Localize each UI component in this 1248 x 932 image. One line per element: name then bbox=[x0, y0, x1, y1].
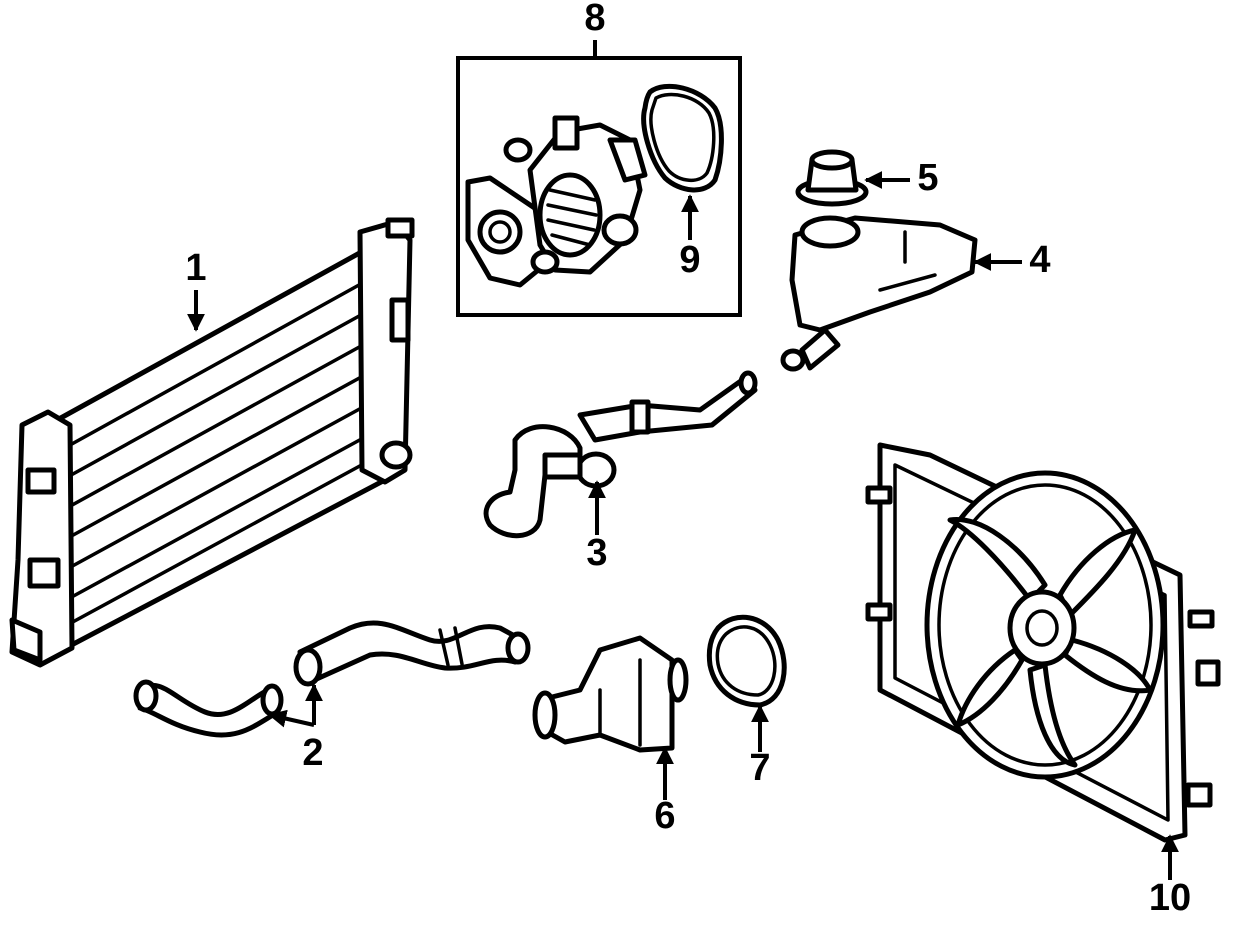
callout-9[interactable]: 9 bbox=[679, 239, 700, 281]
callout-2[interactable]: 2 bbox=[302, 732, 323, 774]
callout-6[interactable]: 6 bbox=[654, 795, 675, 837]
radiator-icon[interactable] bbox=[9, 217, 415, 668]
callout-7[interactable]: 7 bbox=[749, 747, 770, 789]
water-pump-gasket-icon[interactable] bbox=[641, 83, 724, 193]
callout-1[interactable]: 1 bbox=[185, 247, 206, 289]
callout-10[interactable]: 10 bbox=[1149, 877, 1191, 919]
water-pump-group-box bbox=[456, 56, 742, 317]
callout-8[interactable]: 8 bbox=[584, 0, 605, 39]
reservoir-cap-icon[interactable] bbox=[795, 149, 869, 207]
leader-line-2a bbox=[268, 709, 315, 728]
water-pump-icon[interactable] bbox=[465, 115, 648, 288]
thermostat-housing-icon[interactable] bbox=[532, 635, 689, 753]
housing-gasket-icon[interactable] bbox=[706, 614, 787, 708]
callout-4[interactable]: 4 bbox=[1029, 239, 1050, 281]
thermostat-hose-assembly-icon[interactable] bbox=[483, 370, 758, 539]
coolant-reservoir-icon[interactable] bbox=[780, 215, 978, 372]
radiator-hoses-icon[interactable] bbox=[133, 620, 531, 738]
callout-5[interactable]: 5 bbox=[917, 157, 938, 199]
callout-3[interactable]: 3 bbox=[586, 532, 607, 574]
cooling-fan-assembly-icon[interactable] bbox=[865, 442, 1221, 843]
